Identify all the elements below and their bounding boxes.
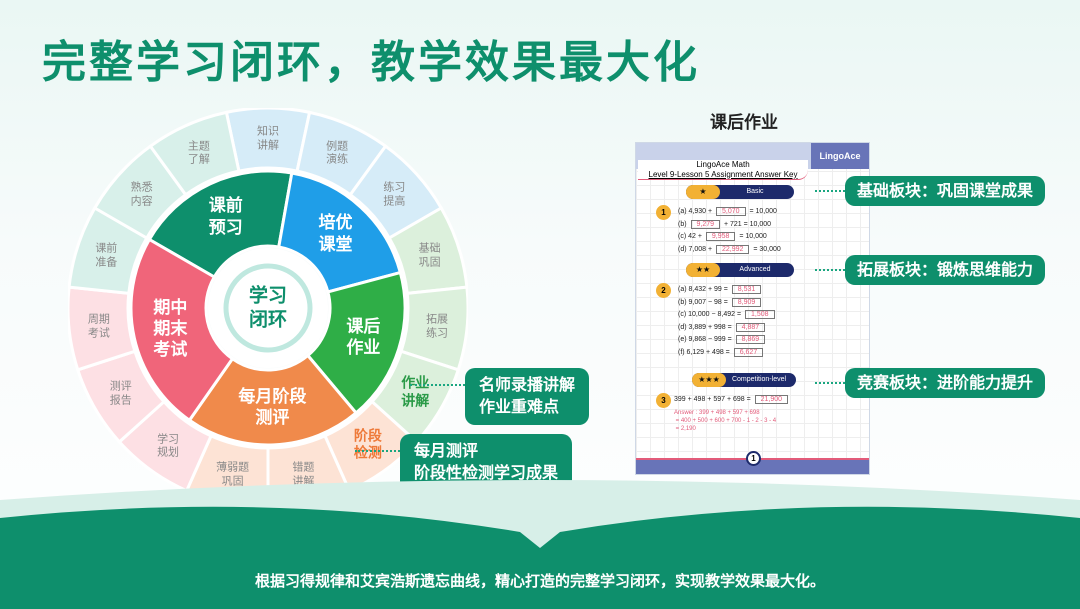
- center-line: 学习: [248, 284, 288, 307]
- answer-explanation: Answer : 399 + 498 + 597 + 698 = 400 + 5…: [674, 410, 777, 433]
- middle-segment-label: 培优 课堂: [318, 213, 353, 255]
- section-band: ★★★ Competition-level: [692, 373, 796, 387]
- connector-line: [815, 382, 845, 384]
- equation-line: 399 + 498 + 597 + 698 = 21,900: [674, 395, 790, 404]
- outer-segment-label: 主题 了解: [187, 138, 210, 166]
- outer-segment-label: 周期 考试: [87, 312, 110, 339]
- middle-segment-label: 课后 作业: [346, 316, 381, 359]
- connector-line: [815, 269, 845, 271]
- worksheet-heading: 课后作业: [710, 113, 778, 133]
- section-band: ★ Basic: [686, 185, 794, 199]
- answer-box: 4,887: [735, 322, 766, 332]
- section-band: ★★ Advanced: [686, 263, 794, 277]
- center-line: 闭环: [248, 308, 288, 330]
- equation-line: (c) 10,000 − 8,492 = 1,508: [678, 310, 777, 319]
- connector-line: [815, 190, 845, 192]
- equation-line: (b) 9,279 + 721 = 10,000: [678, 219, 772, 229]
- answer-box: 8,869: [735, 335, 766, 344]
- star-icon: ★: [686, 185, 720, 199]
- answer-box: 9,279: [690, 219, 721, 229]
- equation-line: (c) 42 + 9,958 = 10,000: [678, 232, 767, 241]
- outer-segment-label: 拓展 练习: [426, 312, 449, 339]
- loop-arrow-icon: [223, 263, 313, 353]
- star-icon: ★★: [686, 263, 720, 277]
- middle-segment: [129, 237, 235, 423]
- middle-segment: [187, 353, 359, 447]
- outer-segment-label: 练习 提高: [383, 180, 406, 208]
- star-icon: ★★★: [692, 373, 726, 387]
- section-name: Competition-level: [731, 376, 787, 383]
- equation-line: (e) 9,868 − 999 = 8,869: [678, 335, 767, 344]
- title-line: Level 9-Lesson 5 Assignment Answer Key: [648, 169, 798, 179]
- equation-line: (d) 7,008 + 22,992 = 30,000: [678, 244, 781, 254]
- middle-segment-label: 课前 预习: [208, 196, 243, 238]
- equation-line: (b) 9,007 − 98 = 8,909: [678, 297, 763, 307]
- answer-box: 21,900: [754, 395, 789, 404]
- connector-line: [355, 450, 400, 452]
- equation-line: (f) 6,129 + 498 = 6,627: [678, 347, 765, 357]
- outer-segment-label: 知识 讲解: [257, 124, 279, 151]
- equation-line: (a) 4,930 + 5,070 = 10,000: [678, 207, 777, 216]
- page-title: 完整学习闭环，教学效果最大化: [42, 37, 700, 88]
- outer-segment-label: 薄弱题 巩固: [216, 460, 250, 488]
- outer-segment-label: 作业 讲解: [401, 375, 430, 410]
- answer-box: 9,958: [705, 232, 736, 241]
- outer-segment-label: 基础 巩固: [418, 241, 441, 269]
- lingoace-logo: LingoAce: [811, 143, 869, 169]
- section-name: Advanced: [739, 266, 771, 273]
- callout-basic: 基础板块：巩固课堂成果: [845, 176, 1046, 207]
- equation-line: (a) 8,432 + 99 = 8,531: [678, 285, 763, 294]
- page-number: 1: [746, 451, 761, 466]
- callout-text: 名师录播讲解 作业重难点: [479, 375, 576, 417]
- outer-segment-label: 课前 准备: [95, 241, 118, 269]
- outer-segment-label: 熟悉 内容: [130, 180, 153, 208]
- outer-segment-label: 测评 报告: [109, 379, 132, 406]
- callout-homework: 名师录播讲解 作业重难点: [465, 368, 590, 425]
- outer-segment-label: 阶段 检测: [353, 428, 382, 462]
- answer-box: 1,508: [745, 310, 775, 319]
- middle-segment: [305, 270, 407, 416]
- middle-segment-label: 期中 期末 考试: [153, 297, 188, 361]
- callout-competition: 竞赛板块：进阶能力提升: [845, 368, 1046, 399]
- outer-segment-label: 学习 规划: [157, 431, 180, 459]
- title-line: LingoAce Math: [696, 160, 750, 169]
- connector-line: [410, 384, 465, 386]
- footer-text: 根据习得规律和艾宾浩斯遗忘曲线，精心打造的完整学习闭环，实现教学效果最大化。: [254, 572, 825, 590]
- middle-segment: [277, 171, 403, 294]
- question-number: 1: [656, 205, 671, 220]
- center-label: 学习闭环: [249, 284, 287, 332]
- outer-segment-label: 例题 演练: [326, 138, 349, 166]
- wheel-graphic: [66, 106, 470, 510]
- middle-segment: [147, 169, 294, 280]
- answer-box: 8,531: [731, 285, 762, 294]
- answer-box: 22,992: [716, 244, 750, 254]
- question-number: 3: [656, 393, 671, 408]
- question-number: 2: [656, 283, 671, 298]
- equation-line: (d) 3,889 + 998 = 4,887: [678, 322, 767, 332]
- callout-text: 每月测评 阶段性检测学习成果: [414, 441, 559, 483]
- answer-box: 8,909: [731, 297, 762, 307]
- answer-box: 6,627: [733, 347, 764, 357]
- footer-band: [0, 480, 1080, 609]
- outer-segment: [148, 110, 241, 197]
- section-name: Basic: [746, 188, 764, 195]
- answer-box: 5,070: [716, 207, 746, 216]
- learning-loop-wheel: 知识 讲解例题 演练练习 提高基础 巩固拓展 练习作业 讲解阶段 检测错题 讲解…: [66, 106, 470, 510]
- callout-advanced: 拓展板块：锻炼思维能力: [845, 255, 1046, 286]
- middle-segment-label: 每月阶段 测评: [238, 386, 307, 428]
